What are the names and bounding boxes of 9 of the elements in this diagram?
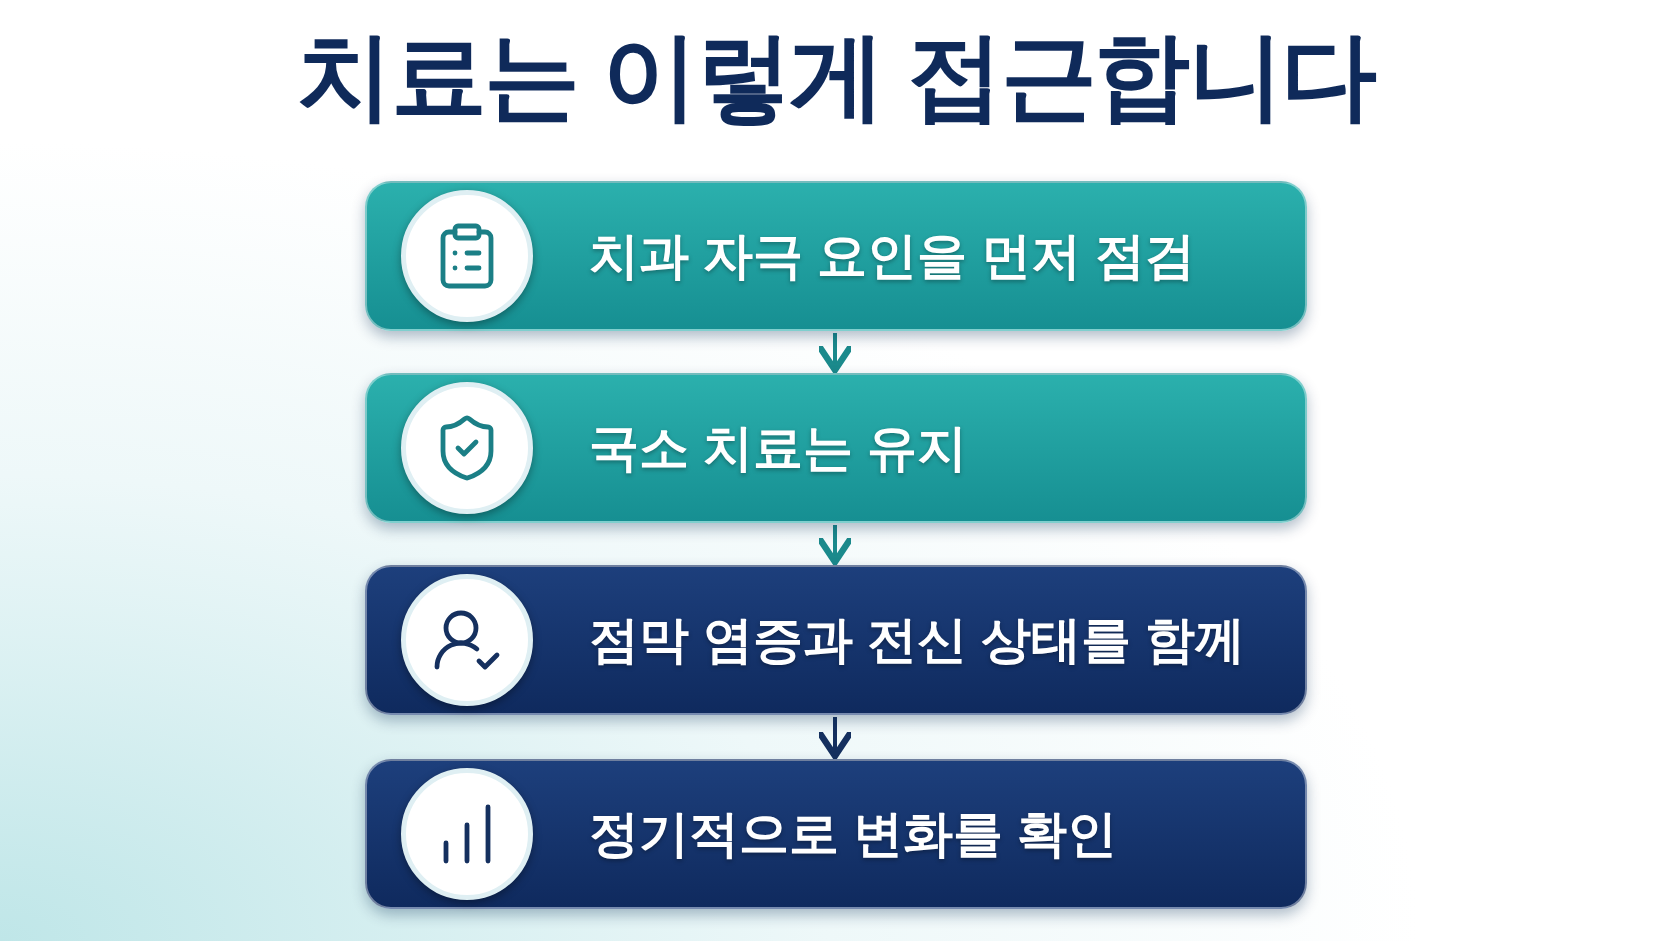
title: 치료는 이렇게 접근합니다 [295,28,1377,124]
step-text: 치과 자극 요인을 먼저 점검 [589,226,1196,286]
step-text: 점막 염증과 전신 상태를 함께 [589,610,1246,670]
step-box [365,373,1307,523]
step-box [365,565,1307,715]
step-text: 정기적으로 변화를 확인 [589,804,1118,864]
step-box [365,181,1307,331]
step-box [365,759,1307,909]
step-text: 국소 치료는 유지 [589,418,968,478]
